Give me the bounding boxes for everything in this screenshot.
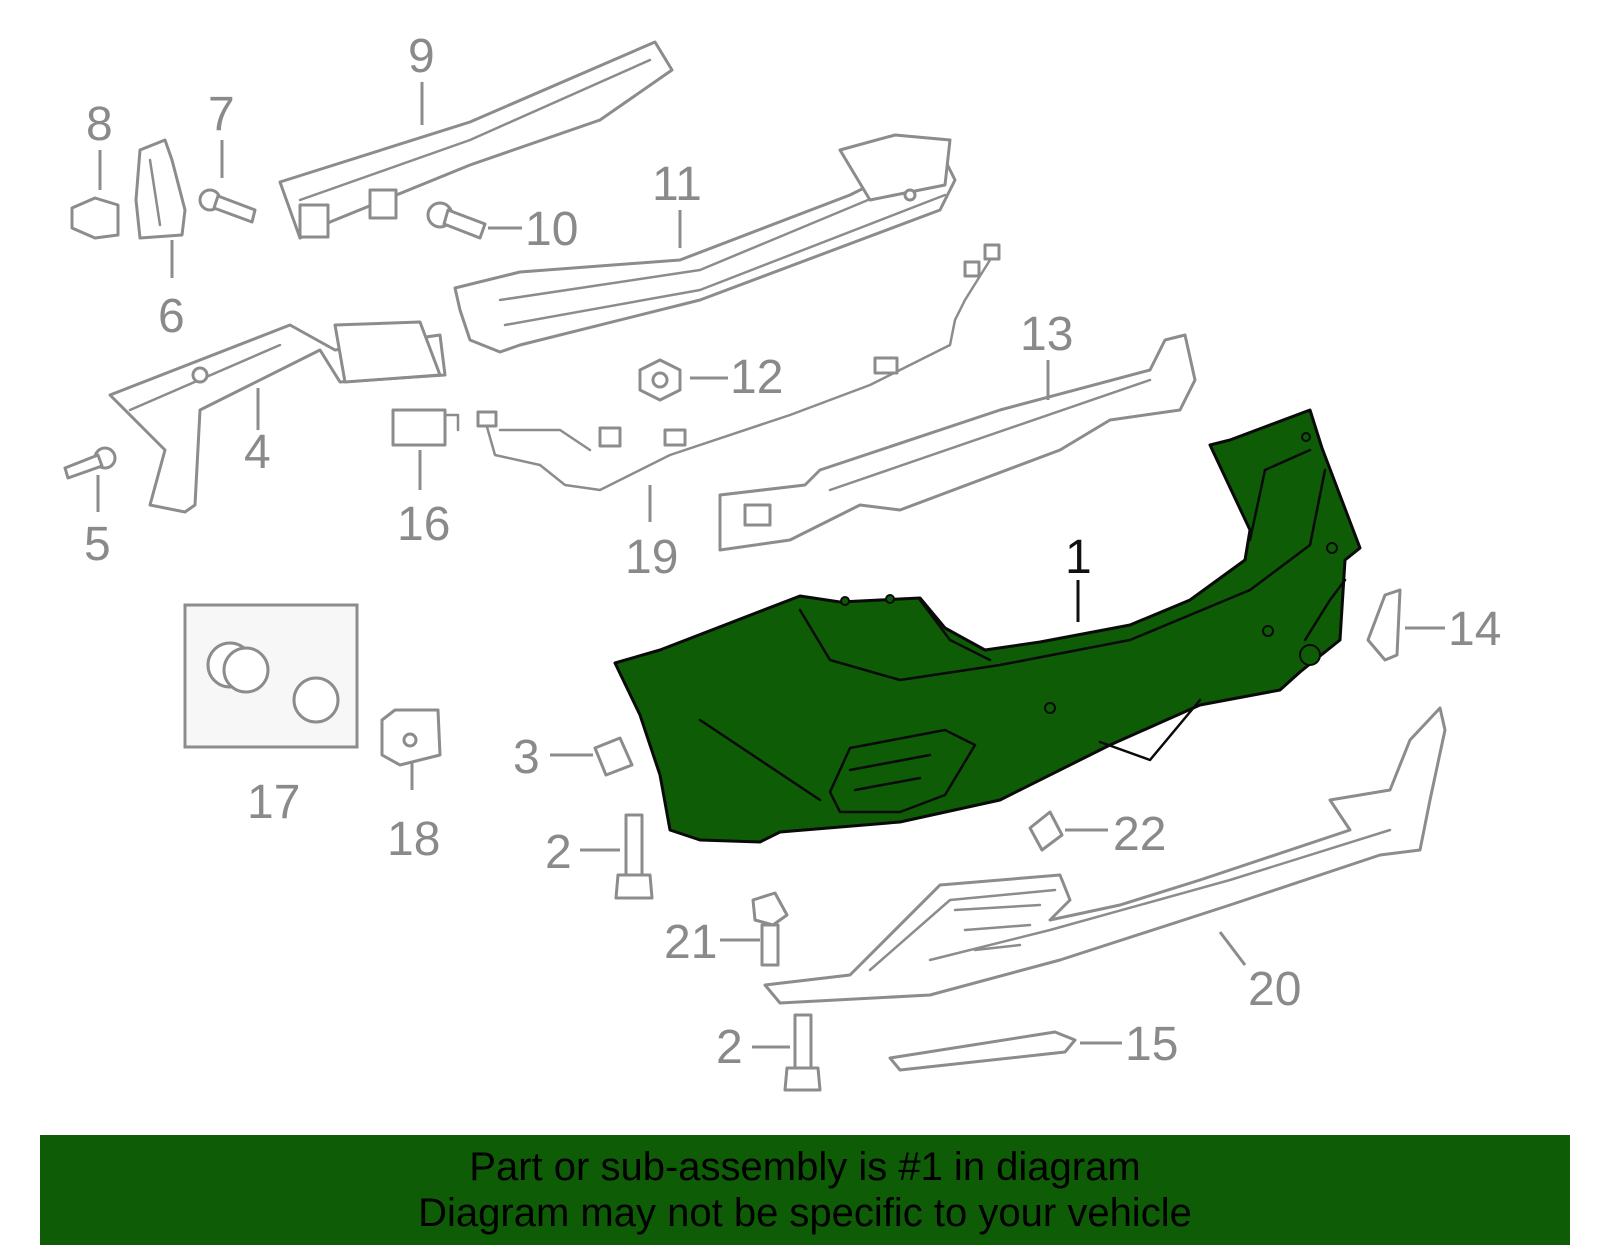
part-4-side-bracket[interactable] bbox=[108, 320, 447, 514]
callout-8: 8 bbox=[86, 98, 113, 151]
banner-line-part-number: Part or sub-assembly is #1 in diagram bbox=[469, 1145, 1141, 1189]
callout-21: 21 bbox=[664, 916, 717, 969]
part-3-retainer[interactable] bbox=[593, 736, 634, 777]
part-22-retainer[interactable] bbox=[1028, 810, 1064, 852]
callout-3: 3 bbox=[513, 731, 540, 784]
part-16-module[interactable] bbox=[391, 408, 460, 447]
callout-12: 12 bbox=[730, 351, 783, 404]
part-2-bolt-upper[interactable] bbox=[614, 813, 654, 900]
part-10-bolt[interactable] bbox=[426, 201, 487, 240]
callout-11: 11 bbox=[652, 158, 702, 211]
part-19-wiring-harness[interactable] bbox=[476, 243, 1001, 492]
part-20-lower-diffuser[interactable] bbox=[763, 706, 1447, 1005]
callout-17: 17 bbox=[247, 776, 300, 829]
callout-15: 15 bbox=[1125, 1018, 1178, 1071]
part-6-bracket[interactable] bbox=[134, 138, 187, 240]
part-18-clip[interactable] bbox=[380, 708, 442, 767]
part-2-bolt-lower[interactable] bbox=[783, 1013, 822, 1092]
callout-6: 6 bbox=[158, 290, 185, 343]
callout-20: 20 bbox=[1248, 963, 1301, 1016]
callout-19: 19 bbox=[625, 531, 678, 584]
part-11-reinforcement-beam[interactable] bbox=[453, 133, 957, 354]
callout-1: 1 bbox=[1065, 531, 1092, 584]
callout-16: 16 bbox=[397, 498, 450, 551]
callout-14: 14 bbox=[1448, 603, 1501, 656]
callout-9: 9 bbox=[408, 30, 435, 83]
callout-5: 5 bbox=[84, 518, 111, 571]
part-15-trim-strip[interactable] bbox=[888, 1030, 1077, 1072]
callout-numbers: 1 2 2 3 4 5 6 7 8 9 10 11 12 13 14 15 16… bbox=[84, 30, 1501, 1074]
callout-22: 22 bbox=[1113, 808, 1166, 861]
leader-lines bbox=[96, 82, 1445, 1049]
part-12-nut[interactable] bbox=[638, 358, 682, 402]
part-1-bumper-cover-highlighted[interactable] bbox=[613, 408, 1362, 844]
callout-2-lower: 2 bbox=[716, 1021, 743, 1074]
part-21-screw[interactable] bbox=[751, 891, 789, 967]
banner-line-disclaimer: Diagram may not be specific to your vehi… bbox=[418, 1191, 1192, 1235]
part-7-screw[interactable] bbox=[198, 188, 257, 224]
part-5-screw[interactable] bbox=[63, 446, 117, 480]
callout-10: 10 bbox=[525, 203, 578, 256]
callout-18: 18 bbox=[387, 813, 440, 866]
callout-7: 7 bbox=[208, 88, 235, 141]
part-9-bracket-bar[interactable] bbox=[278, 40, 674, 240]
callout-4: 4 bbox=[244, 426, 271, 479]
part-14-reflector[interactable] bbox=[1366, 588, 1402, 662]
part-8-clip[interactable] bbox=[70, 196, 120, 240]
part-13-energy-absorber[interactable] bbox=[718, 333, 1197, 552]
callout-2-upper: 2 bbox=[545, 826, 572, 879]
info-banner: Part or sub-assembly is #1 in diagram Di… bbox=[40, 1135, 1570, 1245]
callout-13: 13 bbox=[1020, 308, 1073, 361]
part-17-parking-sensor-kit[interactable] bbox=[183, 603, 359, 749]
